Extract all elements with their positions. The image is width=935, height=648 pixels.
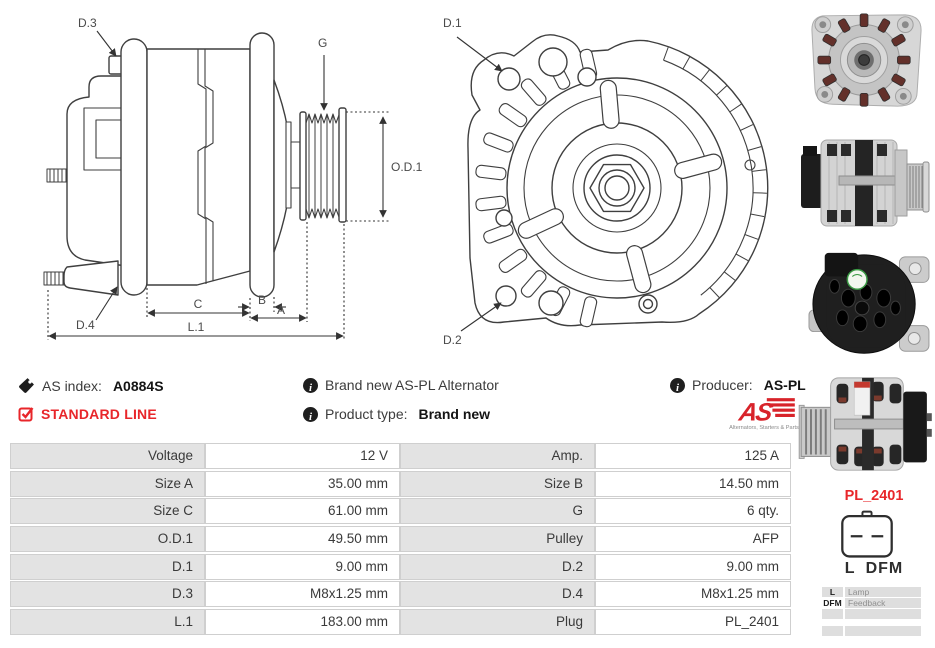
- side-view-dimensions: [47, 30, 390, 340]
- dim-label-b: B: [258, 293, 266, 307]
- spec-value: 125 A: [595, 443, 791, 469]
- info-icon: [670, 377, 685, 393]
- tag-icon: [19, 378, 34, 393]
- spec-table: Voltage 12 V Amp. 125 A Size A 35.00 mm …: [10, 443, 791, 636]
- producer-value: AS-PL: [763, 377, 806, 393]
- spec-label: Size C: [10, 498, 205, 525]
- spec-label: O.D.1: [10, 526, 205, 553]
- description-row: Brand new AS-PL Alternator: [303, 377, 499, 393]
- plug-pin-l: L: [844, 560, 856, 577]
- spec-value: 14.50 mm: [595, 470, 791, 497]
- legend-abbr: L: [822, 587, 843, 597]
- front-view-labels: D.1 D.2: [443, 16, 462, 347]
- producer-row: Producer: AS-PL: [670, 377, 806, 393]
- as-index-label: AS index:: [42, 377, 102, 394]
- spec-value: AFP: [595, 526, 791, 553]
- spec-label: Size B: [400, 470, 595, 497]
- product-type-value: Brand new: [418, 406, 491, 422]
- legend-desc: Feedback: [845, 598, 921, 608]
- logo-tagline: Alternators, Starters & Parts: [729, 425, 799, 431]
- spec-value: 12 V: [205, 443, 400, 469]
- legend-abbr: [822, 626, 843, 636]
- legend-row: L Lamp: [822, 587, 922, 597]
- dim-label-d1: D.1: [443, 16, 462, 30]
- legend-desc: Lamp: [845, 587, 921, 597]
- info-icon: [303, 406, 318, 422]
- spec-value: 61.00 mm: [205, 498, 400, 525]
- legend-abbr: DFM: [823, 598, 842, 608]
- checkbox-checked-icon: [18, 407, 34, 422]
- dim-label-l1: L.1: [188, 320, 205, 334]
- spec-value: 6 qty.: [595, 498, 791, 525]
- dim-label-g: G: [318, 36, 327, 50]
- producer-label: Producer:: [692, 377, 753, 393]
- spec-label: Pulley: [400, 526, 595, 553]
- logo-text: AS: [736, 399, 775, 427]
- plug-pin-dfm: DFM: [865, 560, 904, 577]
- spec-value: PL_2401: [595, 609, 791, 636]
- standard-line-row: STANDARD LINE: [18, 406, 157, 422]
- dim-label-a: A: [277, 303, 285, 317]
- as-index-row: AS index: A0884S: [18, 377, 164, 394]
- dim-label-d3: D.3: [78, 16, 97, 30]
- spec-value: M8x1.25 mm: [205, 581, 400, 608]
- spec-label: L.1: [10, 609, 205, 636]
- product-photo-side-left-pulley[interactable]: [798, 370, 933, 480]
- technical-drawing: D.3 G O.D.1 C B A L.1 D.4: [43, 16, 769, 347]
- spec-label: Amp.: [400, 443, 595, 469]
- dim-label-c: C: [194, 297, 203, 311]
- front-view-dimensions: [456, 36, 503, 332]
- dim-label-d4: D.4: [76, 318, 95, 332]
- dim-label-d2: D.2: [443, 333, 462, 347]
- spec-value: 183.00 mm: [205, 609, 400, 636]
- info-icon: [303, 377, 318, 393]
- spec-label: D.3: [10, 581, 205, 608]
- spec-value: 9.00 mm: [595, 553, 791, 580]
- spec-value: M8x1.25 mm: [595, 581, 791, 608]
- spec-label: D.4: [400, 581, 595, 608]
- spec-label: G: [400, 498, 595, 525]
- spec-value: 49.50 mm: [205, 526, 400, 553]
- product-type-label: Product type:: [325, 406, 408, 422]
- as-index-value: A0884S: [112, 377, 164, 394]
- dim-label-od1: O.D.1: [391, 160, 423, 174]
- legend-row: [822, 626, 922, 636]
- spec-label: Plug: [400, 609, 595, 636]
- legend-row: DFM Feedback: [822, 598, 922, 608]
- side-view-drawing: [43, 32, 347, 298]
- plug-connector-icon: [841, 510, 893, 558]
- spec-value: 35.00 mm: [205, 470, 400, 497]
- spec-label: D.1: [10, 553, 205, 580]
- spec-label: Size A: [10, 470, 205, 497]
- legend-desc: [845, 609, 921, 619]
- spec-label: Voltage: [10, 443, 205, 469]
- product-photo-rear[interactable]: [800, 247, 935, 365]
- spec-value: 9.00 mm: [205, 553, 400, 580]
- product-description: Brand new AS-PL Alternator: [325, 377, 499, 393]
- legend-abbr: [822, 609, 843, 619]
- front-view-drawing: [467, 34, 769, 328]
- spec-label: D.2: [400, 553, 595, 580]
- product-type-row: Product type: Brand new: [303, 406, 490, 422]
- product-photo-side-right-pulley[interactable]: [799, 124, 933, 240]
- standard-line-label: STANDARD LINE: [41, 406, 157, 422]
- plug-code: PL_2401: [844, 488, 904, 504]
- plug-legend-table: L Lamp DFM Feedback: [822, 587, 922, 637]
- legend-row: [822, 609, 922, 619]
- legend-desc: [845, 626, 921, 636]
- plug-pin-labels: L DFM: [810, 560, 935, 578]
- product-photo-front[interactable]: [803, 6, 931, 116]
- side-view-labels: D.3 G O.D.1 C B A L.1 D.4: [76, 16, 423, 334]
- as-pl-logo: AS Alternators, Starters & Parts: [729, 398, 799, 431]
